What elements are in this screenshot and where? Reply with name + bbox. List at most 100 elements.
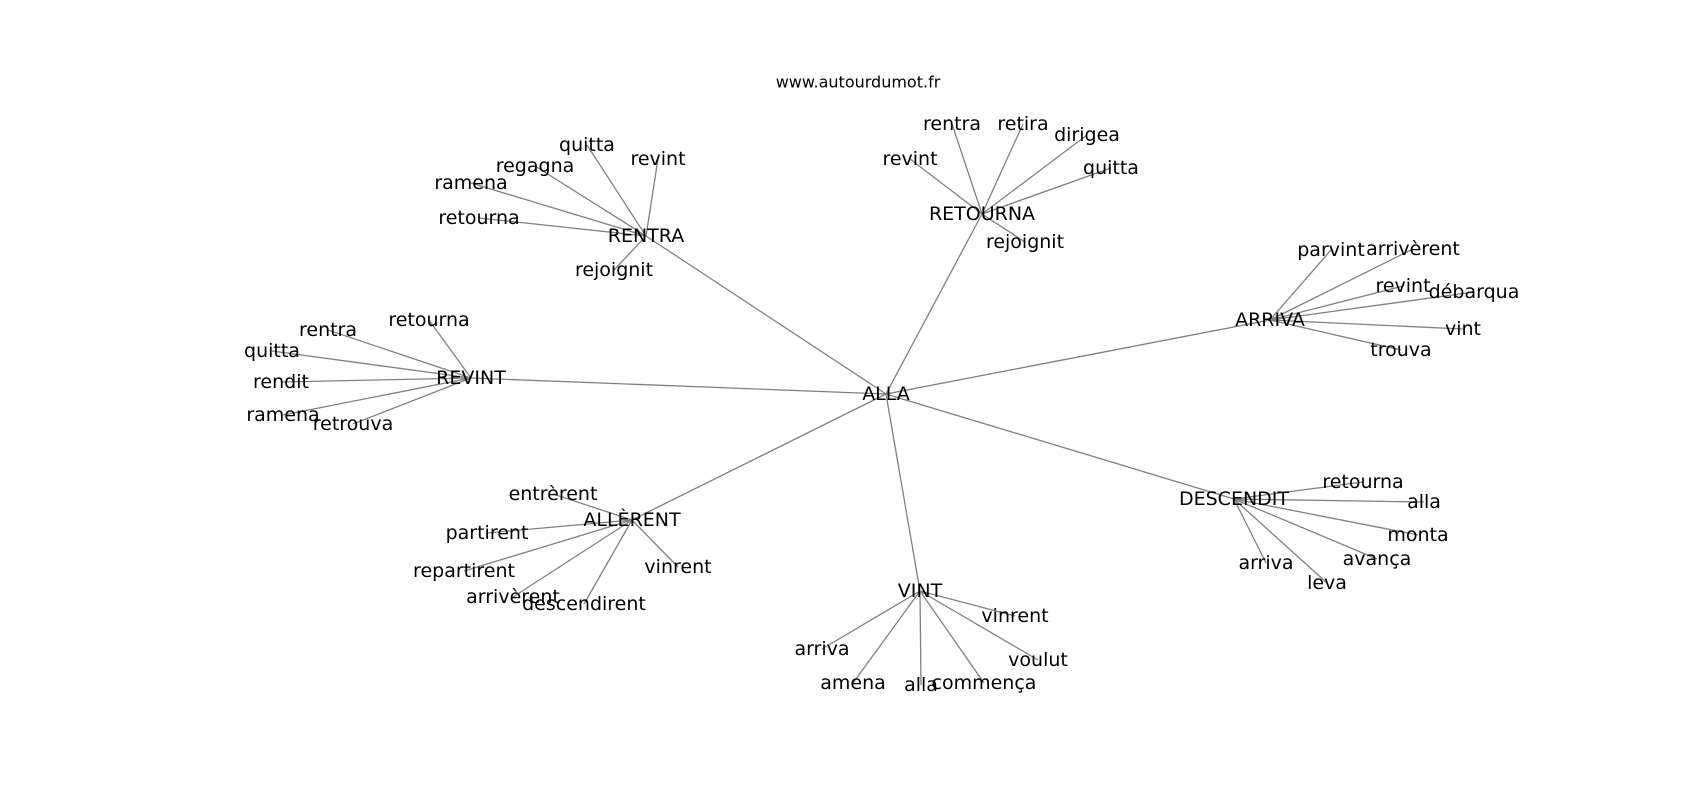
leaf-node: quitta [1083, 157, 1139, 179]
hub-node: VINT [898, 580, 943, 602]
edge-0-4 [478, 217, 647, 237]
leaf-node: alla [1407, 491, 1441, 513]
leaf-node: vinrent [981, 605, 1048, 627]
leaf-node: ramena [246, 404, 319, 426]
edge-6-4 [919, 590, 922, 686]
leaf-node: monta [1387, 524, 1448, 546]
edge-center-2 [885, 319, 1271, 395]
leaf-node: rejoignit [986, 231, 1064, 253]
hub-node: REVINT [436, 367, 506, 389]
leaf-node: regagna [496, 155, 575, 177]
leaf-node: trouva [1370, 339, 1431, 361]
leaf-node: débarqua [1429, 281, 1520, 303]
edge-5-5 [1233, 498, 1328, 584]
leaf-node: quitta [559, 134, 615, 156]
leaf-node: arrivèrent [1366, 238, 1460, 260]
edge-3-4 [282, 377, 472, 416]
edge-4-2 [463, 519, 633, 572]
leaf-node: amena [820, 672, 886, 694]
leaf-node: revint [882, 148, 937, 170]
edges-layer [271, 123, 1475, 686]
leaf-node: dirigea [1054, 124, 1120, 146]
edge-center-6 [885, 393, 921, 592]
leaf-node: avança [1343, 548, 1412, 570]
edge-center-4 [631, 393, 887, 521]
edge-center-0 [645, 235, 887, 395]
edge-5-3 [1233, 498, 1378, 560]
leaf-node: revint [630, 148, 685, 170]
edge-3-2 [271, 350, 472, 379]
leaf-node: retourna [1322, 471, 1403, 493]
leaf-node: arriva [794, 638, 849, 660]
edge-6-3 [852, 590, 921, 684]
center-node: ALLA [862, 383, 910, 405]
edge-6-2 [821, 590, 921, 650]
edge-3-5 [352, 377, 472, 425]
hub-node: RENTRA [608, 225, 684, 247]
edge-2-5 [1269, 319, 1402, 351]
edge-0-5 [613, 235, 647, 271]
edge-4-0 [552, 493, 633, 521]
edge-2-4 [1269, 319, 1464, 330]
leaf-node: parvint [1297, 239, 1365, 261]
site-url: www.autourdumot.fr [776, 73, 941, 92]
edge-4-1 [486, 519, 633, 534]
leaf-node: rendit [253, 371, 309, 393]
leaf-node: retrouva [313, 413, 393, 435]
leaf-node: partirent [446, 522, 529, 544]
edge-1-1 [981, 123, 1024, 215]
edge-1-5 [981, 213, 1026, 243]
edge-0-1 [645, 158, 659, 237]
leaf-node: arriva [1238, 552, 1293, 574]
edge-2-0 [1269, 249, 1332, 321]
edge-1-2 [981, 134, 1088, 215]
labels-layer: www.autourdumot.fr ALLA RENTRA quitta revin… [244, 73, 1519, 697]
edge-5-4 [1233, 498, 1267, 564]
hub-node: RETOURNA [929, 203, 1035, 225]
edge-6-1 [919, 590, 1039, 661]
edge-center-1 [885, 213, 983, 395]
leaf-node: rejoignit [575, 259, 653, 281]
leaf-node: ramena [434, 172, 507, 194]
leaf-node: commença [932, 672, 1037, 694]
edge-0-3 [470, 182, 647, 237]
edge-center-5 [885, 393, 1235, 500]
edge-5-1 [1233, 498, 1425, 503]
edge-2-2 [1269, 285, 1404, 321]
edge-5-2 [1233, 498, 1419, 536]
edge-2-1 [1269, 248, 1414, 321]
leaf-node: rentra [923, 113, 981, 135]
leaf-node: repartirent [413, 560, 515, 582]
edge-3-0 [428, 319, 472, 379]
leaf-node: arrivèrent [466, 586, 560, 608]
edge-0-0 [586, 144, 647, 237]
edge-1-4 [981, 167, 1112, 215]
edge-5-0 [1233, 481, 1364, 500]
leaf-node: quitta [244, 340, 300, 362]
leaf-node: retira [997, 113, 1048, 135]
edge-6-0 [919, 590, 1016, 617]
leaf-node: rentra [299, 319, 357, 341]
leaf-node: descendirent [522, 593, 646, 615]
edge-1-0 [951, 123, 983, 215]
edge-0-2 [534, 165, 647, 237]
leaf-node: entrèrent [509, 483, 598, 505]
hub-node: ALLÈRENT [583, 508, 681, 531]
edge-4-3 [512, 519, 633, 598]
leaf-node: retourna [438, 207, 519, 229]
leaf-node: alla [904, 674, 938, 696]
leaf-node: leva [1307, 572, 1347, 594]
leaf-node: voulut [1008, 649, 1068, 671]
edge-1-3 [909, 158, 983, 215]
leaf-node: vint [1445, 318, 1481, 340]
edge-2-3 [1269, 291, 1475, 321]
leaf-node: vinrent [644, 556, 711, 578]
hub-node: ARRIVA [1235, 309, 1305, 331]
edge-6-5 [919, 590, 985, 684]
edge-center-3 [470, 377, 887, 395]
edge-4-4 [583, 519, 633, 605]
edge-3-1 [327, 329, 472, 379]
hub-node: DESCENDIT [1179, 488, 1289, 510]
edge-4-5 [631, 519, 679, 568]
